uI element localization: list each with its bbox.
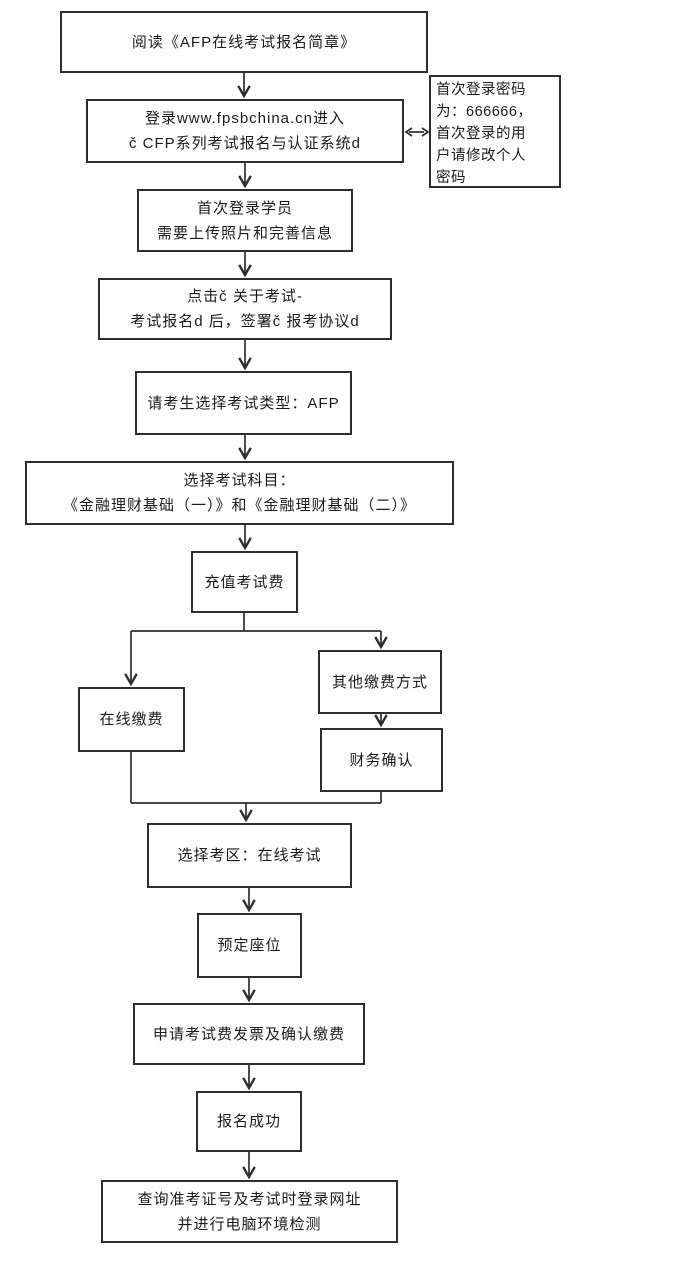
node-select-subjects-line1: 选择考试科目： <box>183 472 296 489</box>
connector-note-arrowhead-right <box>421 127 430 137</box>
node-register-success: 报名成功 <box>196 1091 302 1152</box>
node-finance-confirm: 财务确认 <box>320 728 443 792</box>
node-login-system-line2: č CFP系列考试报名与认证系统d <box>128 135 361 152</box>
node-select-region: 选择考区：在线考试 <box>147 823 352 888</box>
node-first-login-upload: 首次登录学员 需要上传照片和完善信息 <box>137 189 353 252</box>
node-recharge-fee-text: 充值考试费 <box>204 573 285 591</box>
node-register-success-text: 报名成功 <box>216 1113 281 1130</box>
node-first-login-upload-line2: 需要上传照片和完善信息 <box>156 224 333 242</box>
node-sign-agreement: 点击č 关于考试- 考试报名d 后，签署č 报考协议d <box>98 278 392 340</box>
connector-note-arrowhead-left <box>404 127 413 137</box>
node-other-payment-text: 其他缴费方式 <box>331 673 428 691</box>
node-read-brochure: 阅读《AFP在线考试报名简章》 <box>60 11 428 73</box>
node-select-exam-type-text: 请考生选择考试类型：AFP <box>147 394 340 412</box>
node-login-system-line1: 登录www.fpsbchina.cn进入 <box>144 110 346 127</box>
node-select-exam-type: 请考生选择考试类型：AFP <box>135 371 352 435</box>
node-reserve-seat-text: 预定座位 <box>217 937 282 954</box>
node-select-subjects: 选择考试科目： 《金融理财基础（一）》和《金融理财基础（二）》 <box>25 461 454 525</box>
node-sign-agreement-line2: 考试报名d 后，签署č 报考协议d <box>130 313 360 330</box>
node-online-payment-text: 在线缴费 <box>99 711 164 728</box>
node-login-system: 登录www.fpsbchina.cn进入 č CFP系列考试报名与认证系统d <box>86 99 404 163</box>
node-first-login-password-note: 首次登录密码 为：666666， 首次登录的用 户请修改个人 密码 <box>429 75 561 188</box>
node-sign-agreement-line1: 点击č 关于考试- <box>187 288 303 305</box>
node-other-payment: 其他缴费方式 <box>318 650 442 714</box>
node-check-admission-line2: 并进行电脑环境检测 <box>177 1215 322 1233</box>
node-read-brochure-text: 阅读《AFP在线考试报名简章》 <box>131 33 357 51</box>
node-check-admission-line1: 查询准考证号及考试时登录网址 <box>137 1190 362 1208</box>
node-invoice-confirm-text: 申请考试费发票及确认缴费 <box>152 1025 345 1043</box>
node-recharge-fee: 充值考试费 <box>191 551 298 613</box>
node-select-subjects-line2: 《金融理财基础（一）》和《金融理财基础（二）》 <box>62 497 416 514</box>
note-line4: 户请修改个人 <box>436 148 526 164</box>
note-line1: 首次登录密码 <box>436 82 526 98</box>
node-finance-confirm-text: 财务确认 <box>349 751 414 769</box>
node-first-login-upload-line1: 首次登录学员 <box>196 199 293 217</box>
node-invoice-confirm: 申请考试费发票及确认缴费 <box>133 1003 365 1065</box>
node-select-region-text: 选择考区：在线考试 <box>177 847 322 864</box>
node-online-payment: 在线缴费 <box>78 687 185 752</box>
note-line5: 密码 <box>436 170 466 186</box>
node-reserve-seat: 预定座位 <box>197 913 302 978</box>
note-line3: 首次登录的用 <box>436 126 526 142</box>
node-check-admission: 查询准考证号及考试时登录网址 并进行电脑环境检测 <box>101 1180 398 1243</box>
note-line2: 为：666666， <box>436 104 533 120</box>
